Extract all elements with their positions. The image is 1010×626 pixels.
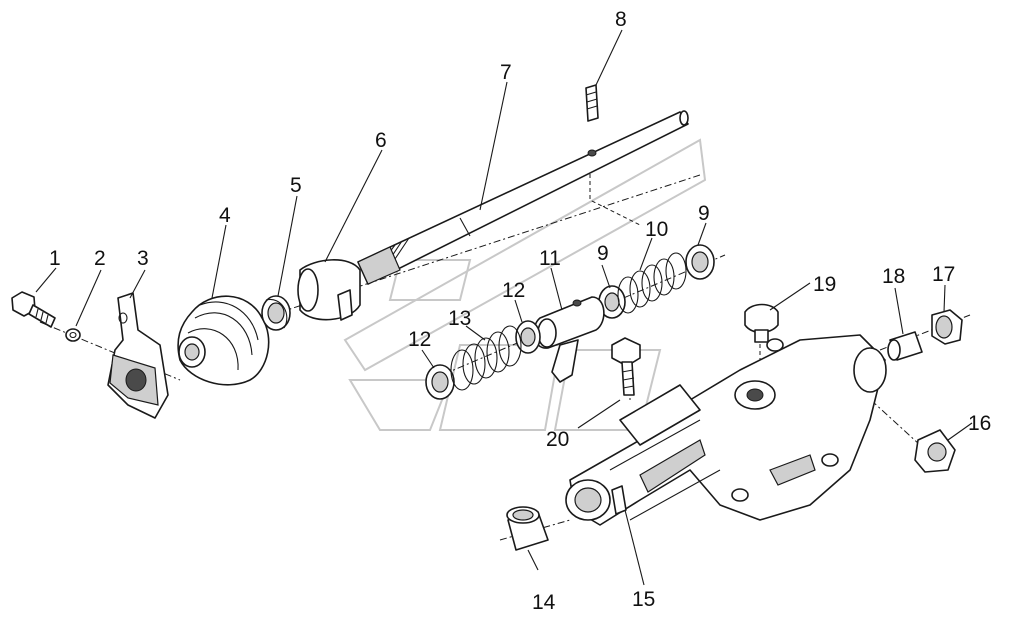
part-plug-screw: [744, 303, 779, 343]
part-shift-finger: [533, 296, 605, 383]
part-washer-9b: [685, 244, 715, 280]
part-bushing-14: [506, 506, 549, 551]
callout-17: 17: [932, 263, 955, 286]
part-cap: [931, 309, 963, 345]
callout-14: 14: [532, 591, 556, 614]
part-rubber-boot: [177, 295, 270, 386]
callout-7: 7: [500, 61, 512, 84]
callout-9b: 9: [698, 202, 710, 225]
leader-lines: [35, 29, 973, 586]
callout-6: 6: [375, 129, 387, 152]
callout-8: 8: [615, 8, 627, 31]
part-housing: [565, 334, 887, 526]
callout-16: 16: [968, 412, 991, 435]
callout-1: 1: [49, 247, 61, 270]
part-ring-12b: [425, 364, 455, 400]
callout-9a: 9: [597, 242, 609, 265]
callout-18: 18: [882, 265, 905, 288]
callout-12b: 12: [408, 328, 431, 351]
callout-13: 13: [448, 307, 471, 330]
callout-20: 20: [546, 428, 569, 451]
part-bolt: [11, 291, 56, 328]
callout-labels: 1 2 3 4 5 6 7 8 9 9 10 11 12 12 13 14 15…: [49, 8, 991, 614]
part-spring-pin: [585, 84, 599, 122]
part-plug: [914, 429, 956, 473]
part-lever-bracket: [107, 292, 169, 419]
part-oil-seal: [261, 295, 291, 331]
callout-15: 15: [632, 588, 655, 611]
callout-19: 19: [813, 273, 836, 296]
callout-11: 11: [539, 247, 561, 270]
part-washer: [65, 328, 81, 342]
part-ring-12a: [515, 320, 541, 354]
callout-10: 10: [645, 218, 668, 241]
callout-5: 5: [290, 174, 302, 197]
callout-12a: 12: [502, 279, 525, 302]
callout-3: 3: [137, 247, 149, 270]
callout-2: 2: [94, 247, 106, 270]
part-sleeve: [297, 259, 361, 321]
part-bushing-18: [887, 331, 923, 361]
part-bolt-20: [611, 337, 641, 396]
callout-4: 4: [219, 204, 231, 227]
part-spring-10: [617, 252, 687, 314]
part-spring-13: [450, 325, 522, 391]
part-shift-shaft: [357, 110, 689, 285]
